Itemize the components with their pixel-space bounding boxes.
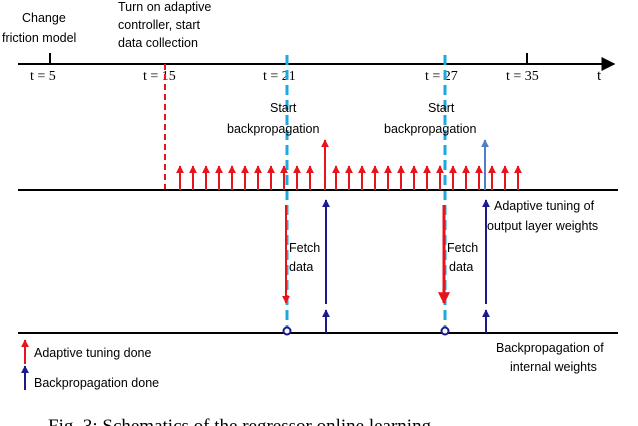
start-backprop-label-1-line1: Start: [270, 101, 297, 115]
change-friction-label-line2: friction model: [2, 31, 76, 45]
figure-caption: Fig. 3: Schematics of the regressor onli…: [48, 416, 432, 426]
legend-backprop-done-label: Backpropagation done: [34, 376, 159, 390]
tick-label-t15: t = 15: [143, 69, 176, 84]
adaptive-controller-label-line1: Turn on adaptive: [118, 0, 211, 14]
tick-label-t35: t = 35: [506, 69, 539, 84]
legend-adaptive-done-label: Adaptive tuning done: [34, 346, 152, 360]
internal-weights-label-line1: Backpropagation of: [496, 341, 604, 355]
adaptive-controller-label-line3: data collection: [118, 36, 198, 50]
fetch-point-marker-2: [440, 326, 450, 336]
tick-label-t21: t = 21: [263, 69, 296, 84]
internal-weights-label-line2: internal weights: [510, 360, 597, 374]
fetch-data-label-1-line1: Fetch: [289, 241, 320, 255]
time-axis-label: t: [597, 68, 602, 84]
start-backprop-label-1-line2: backpropagation: [227, 122, 319, 136]
fetch-data-label-2-line1: Fetch: [447, 241, 478, 255]
output-layer-label-line1: Adaptive tuning of: [494, 199, 595, 213]
fetch-point-marker-1: [282, 326, 292, 336]
change-friction-label-line1: Change: [22, 11, 66, 25]
fetch-data-label-1-line2: data: [289, 260, 313, 274]
adaptive-controller-label-line2: controller, start: [118, 18, 201, 32]
tick-label-t5: t = 5: [30, 69, 56, 84]
fetch-data-label-2-line2: data: [449, 260, 473, 274]
adaptive-tuning-arrow-group: [176, 165, 522, 190]
start-backprop-label-2-line1: Start: [428, 101, 455, 115]
output-layer-label-line2: output layer weights: [487, 219, 598, 233]
start-backprop-label-2-line2: backpropagation: [384, 122, 476, 136]
tick-label-t27: t = 27: [425, 69, 458, 84]
